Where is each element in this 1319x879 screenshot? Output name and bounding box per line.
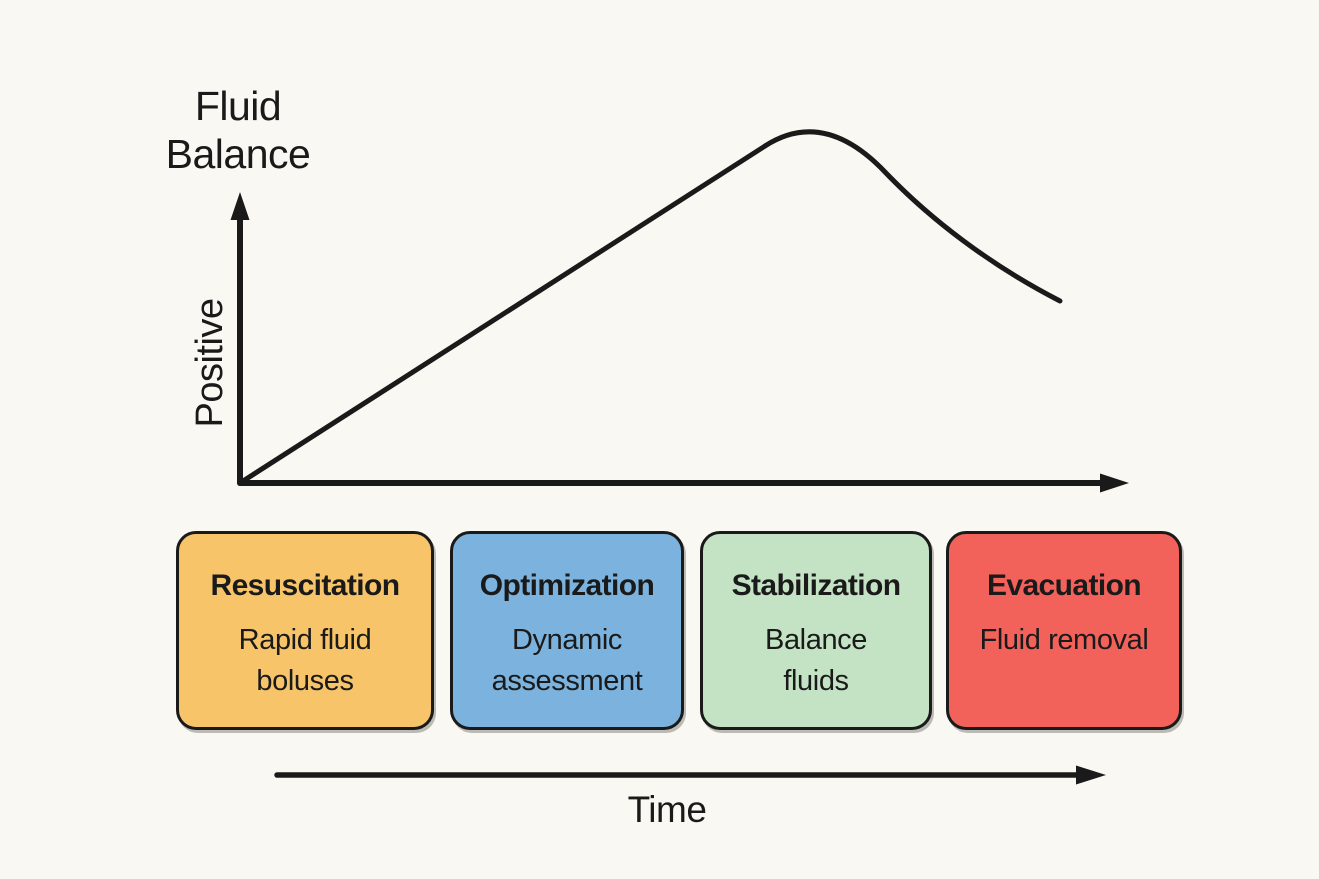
y-axis-positive-label: Positive xyxy=(188,298,231,428)
phase-card-optimization: Optimization Dynamic assessment xyxy=(450,531,684,730)
y-axis-arrowhead-icon xyxy=(230,192,250,220)
phase-subtitle: Dynamic assessment xyxy=(491,624,643,697)
fluid-balance-curve xyxy=(237,129,1063,486)
phase-card-resuscitation: Resuscitation Rapid fluid boluses xyxy=(176,531,434,730)
phase-card-stabilization: Stabilization Balance fluids xyxy=(700,531,932,730)
x-axis-time-label: Time xyxy=(627,789,707,830)
phase-card-evacuation: Evacuation Fluid removal xyxy=(946,531,1182,730)
phase-subtitle: Rapid fluid boluses xyxy=(238,624,372,697)
phase-title: Resuscitation xyxy=(210,569,401,602)
phase-title: Optimization xyxy=(479,569,655,602)
phase-subtitle: Fluid removal xyxy=(979,624,1149,656)
y-axis-title: Fluid Balance xyxy=(165,83,311,177)
phase-title: Evacuation xyxy=(986,569,1142,602)
time-arrow-arrowhead-icon xyxy=(1076,765,1106,785)
x-axis-arrowhead-icon xyxy=(1100,473,1129,493)
phase-subtitle: Balance fluids xyxy=(765,624,867,697)
phase-title: Stabilization xyxy=(731,569,901,602)
